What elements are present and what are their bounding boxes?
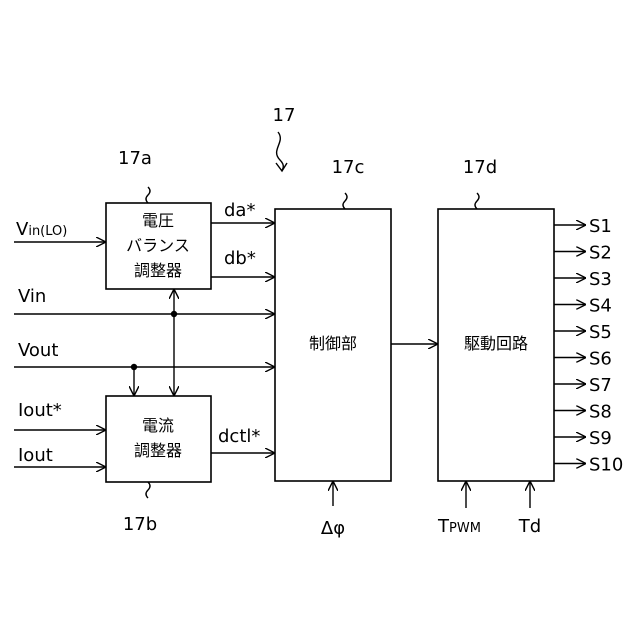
ref-label-17d: 17d	[463, 157, 497, 178]
output-label-s1: S1	[589, 216, 612, 237]
input-label-vin: Vin	[18, 286, 46, 307]
ref-squiggle-17c	[343, 193, 347, 209]
ref-label-17c: 17c	[332, 157, 365, 178]
block-17a-line2: バランス	[126, 236, 190, 255]
ref-squiggle-17a	[146, 187, 150, 203]
signal-label-td: Td	[518, 516, 541, 537]
signal-label-da: da*	[224, 200, 255, 221]
block-17a-line3: 調整器	[134, 261, 182, 280]
ref-label-17a: 17a	[118, 148, 152, 169]
output-label-s3: S3	[589, 269, 612, 290]
output-signals: S1S2S3S4S5S6S7S8S9S10	[554, 216, 623, 476]
ref-label-17b: 17b	[123, 514, 157, 535]
input-label-vout: Vout	[18, 340, 58, 361]
signal-label-dphi: Δφ	[321, 518, 345, 539]
block-17a-line1: 電圧	[142, 211, 174, 230]
input-label-iout: Iout	[18, 445, 53, 466]
ref-squiggle-17b	[146, 482, 150, 498]
input-label-iout-ref: Iout*	[18, 400, 62, 421]
block-17b-line1: 電流	[142, 416, 174, 435]
output-label-s4: S4	[589, 296, 612, 317]
signal-label-dctl: dctl*	[218, 426, 260, 447]
output-label-s9: S9	[589, 428, 612, 449]
output-label-s2: S2	[589, 243, 612, 264]
output-label-s8: S8	[589, 402, 612, 423]
ref-pointer-17-head	[276, 163, 287, 171]
input-label-vin-lo: Vin(LO)	[16, 219, 67, 240]
block-17b-line2: 調整器	[134, 441, 182, 460]
ref-label-17: 17	[273, 105, 296, 126]
output-label-s7: S7	[589, 375, 612, 396]
block-current-adjuster	[106, 396, 211, 482]
ref-squiggle-17d	[475, 193, 479, 209]
block-17c-label: 制御部	[309, 334, 357, 353]
output-label-s6: S6	[589, 349, 612, 370]
output-label-s10: S10	[589, 455, 623, 476]
signal-label-tpwm: TPWM	[437, 516, 481, 537]
output-label-s5: S5	[589, 322, 612, 343]
block-17d-label: 駆動回路	[464, 334, 528, 353]
signal-label-db: db*	[224, 248, 256, 269]
